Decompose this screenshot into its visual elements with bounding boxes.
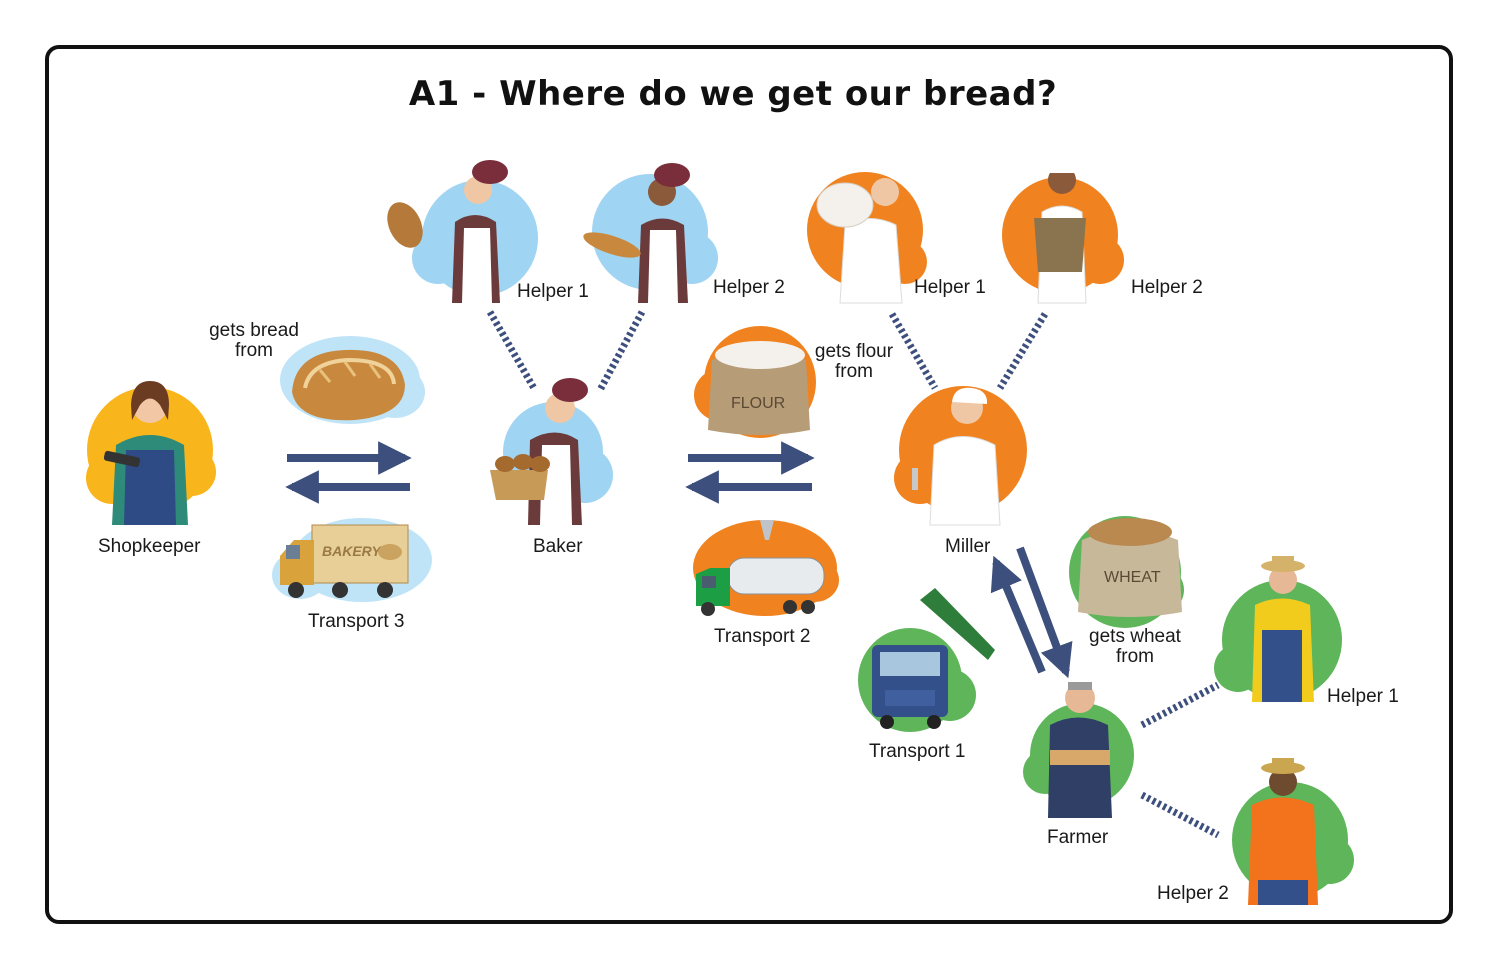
grain-truck-icon xyxy=(858,588,995,732)
dotted-connectors xyxy=(486,310,1220,839)
connector-farmer-helper2 xyxy=(1140,791,1220,839)
transport2-label: Transport 2 xyxy=(714,626,811,647)
wheat-caption: gets wheat from xyxy=(1076,627,1194,667)
connector-baker-helper1 xyxy=(486,310,539,392)
flour-caption-line2: from xyxy=(835,361,873,382)
flour-caption: gets flour from xyxy=(798,342,910,382)
bread-caption-line2: from xyxy=(235,340,273,361)
farmer-helper2-label: Helper 2 xyxy=(1157,883,1229,904)
flow-arrows xyxy=(285,441,1073,679)
baker-helper2-icon xyxy=(583,163,718,303)
flour-tanker-icon xyxy=(693,520,839,616)
baker-icon xyxy=(490,378,613,525)
miller-helper2-icon xyxy=(1002,165,1124,304)
shopkeeper-label: Shopkeeper xyxy=(98,536,201,557)
miller-label: Miller xyxy=(945,536,991,557)
bakery-truck-icon: BAKERY xyxy=(272,518,432,602)
miller-icon xyxy=(894,386,1027,526)
wheat-sack-icon: WHEAT xyxy=(1069,516,1184,628)
farmer-helper1-label: Helper 1 xyxy=(1327,686,1399,707)
connector-miller-helper1 xyxy=(888,312,939,390)
miller-helper2-label: Helper 2 xyxy=(1131,277,1203,298)
baker-helper1-icon xyxy=(387,160,538,303)
farmer-helper2-icon xyxy=(1232,758,1354,905)
arrow-farmer-to-miller xyxy=(990,555,1046,674)
transport1-label: Transport 1 xyxy=(869,741,966,762)
arrow-miller-to-farmer xyxy=(1016,546,1073,679)
farmer-icon xyxy=(1023,682,1134,818)
transport3-label: Transport 3 xyxy=(308,611,405,632)
connector-farmer-helper1 xyxy=(1140,681,1220,729)
truck-text: BAKERY xyxy=(322,543,383,559)
farmer-label: Farmer xyxy=(1047,827,1109,848)
wheat-caption-line2: from xyxy=(1116,646,1154,667)
farmer-helper1-icon xyxy=(1214,556,1342,702)
flour-caption-line1: gets flour xyxy=(814,341,894,362)
sack-text: FLOUR xyxy=(731,395,785,412)
miller-helper1-icon xyxy=(807,172,927,304)
baker-label: Baker xyxy=(533,536,583,557)
diagram-frame xyxy=(45,45,1453,924)
bread-caption: gets bread from xyxy=(198,321,310,361)
page-title: A1 - Where do we get our bread? xyxy=(408,74,1058,114)
sack-text: WHEAT xyxy=(1104,569,1161,586)
bread-caption-line1: gets bread xyxy=(209,320,299,341)
shopkeeper-icon xyxy=(86,381,216,525)
baker-helper1-label: Helper 1 xyxy=(517,281,589,302)
flour-sack-icon: FLOUR xyxy=(694,326,816,438)
baker-helper2-label: Helper 2 xyxy=(713,277,785,298)
bread-loaf-icon xyxy=(280,336,425,424)
connector-baker-helper2 xyxy=(596,310,646,392)
miller-helper1-label: Helper 1 xyxy=(914,277,986,298)
connector-miller-helper2 xyxy=(997,312,1048,390)
wheat-caption-line1: gets wheat xyxy=(1089,626,1181,647)
